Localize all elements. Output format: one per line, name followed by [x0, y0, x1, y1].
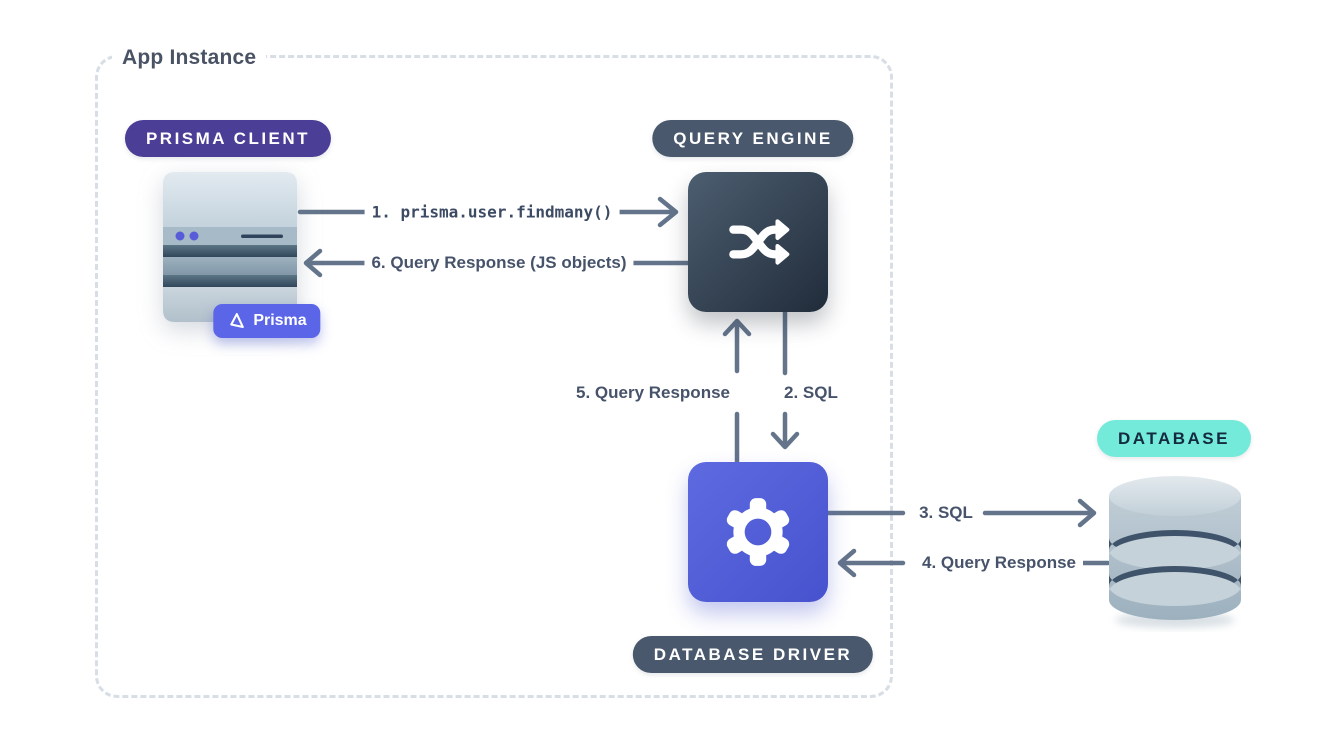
server-icon: [163, 172, 297, 322]
flow-label-4: 4. Query Response: [914, 553, 1084, 573]
flow-label-2: 2. SQL: [777, 383, 845, 403]
flow-label-6: 6. Query Response (JS objects): [364, 253, 634, 273]
flow-label-3: 3. SQL: [912, 503, 980, 523]
prisma-client-node: [163, 172, 297, 322]
flow-label-1: 1. prisma.user.findmany(): [364, 202, 620, 222]
prisma-client-badge: PRISMA CLIENT: [124, 120, 332, 157]
database-driver-badge: DATABASE DRIVER: [632, 636, 874, 673]
flow-label-5: 5. Query Response: [568, 383, 737, 403]
prisma-logo-icon: [230, 312, 244, 328]
prisma-logo-label: Prisma: [253, 312, 307, 329]
database-cylinder-icon: [1109, 476, 1241, 628]
query-engine-badge: QUERY ENGINE: [652, 120, 854, 157]
shuffle-icon: [729, 219, 790, 265]
app-instance-container: [95, 55, 893, 698]
database-node: [1106, 470, 1244, 632]
database-driver-node: [688, 462, 828, 602]
app-instance-title: App Instance: [112, 44, 267, 72]
prisma-logo-badge: Prisma: [213, 304, 321, 338]
gear-icon: [726, 498, 790, 566]
query-engine-node: [688, 172, 828, 312]
database-badge: DATABASE: [1097, 420, 1251, 457]
